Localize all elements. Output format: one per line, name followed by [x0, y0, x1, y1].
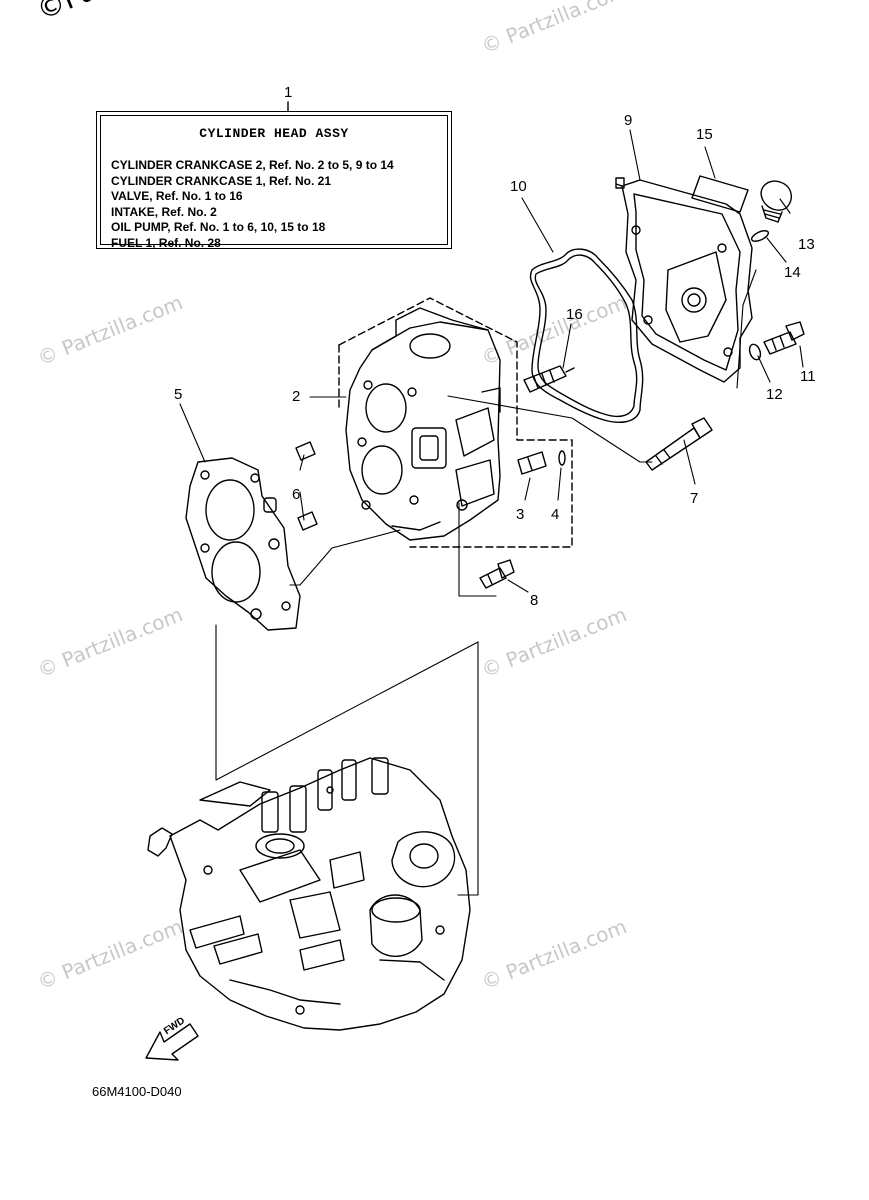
short-bolt [479, 559, 515, 589]
callout-4: 4 [551, 506, 560, 523]
callout-1: 1 [284, 84, 293, 101]
callout-11: 11 [800, 368, 816, 385]
info-box-lines: CYLINDER CRANKCASE 2, Ref. No. 2 to 5, 9… [111, 158, 394, 251]
dowel-pins [295, 441, 318, 531]
o-ring [750, 230, 770, 242]
info-line: CYLINDER CRANKCASE 2, Ref. No. 2 to 5, 9… [111, 158, 394, 172]
assembly-info-box: CYLINDER HEAD ASSY CYLINDER CRANKCASE 2,… [96, 111, 452, 250]
washer [748, 343, 762, 361]
callout-3: 3 [516, 506, 525, 523]
leader-lines [179, 129, 804, 896]
label-plate [691, 175, 749, 213]
head-bolt [645, 417, 713, 471]
callout-12: 12 [766, 386, 783, 403]
diagram-code: 66M4100-D040 [92, 1084, 182, 1099]
info-box-title: CYLINDER HEAD ASSY [199, 126, 349, 141]
oil-filler-cap [760, 180, 792, 223]
info-box-frame: CYLINDER HEAD ASSY CYLINDER CRANKCASE 2,… [100, 115, 448, 250]
fitting-and-ring [517, 450, 566, 475]
callout-16: 16 [566, 306, 583, 323]
callout-5: 5 [174, 386, 183, 403]
callout-7: 7 [690, 490, 699, 507]
head-gasket [185, 457, 301, 631]
callout-9: 9 [624, 112, 633, 129]
cover-gasket [529, 248, 644, 423]
callout-10: 10 [510, 178, 527, 195]
cylinder-head-cover [615, 177, 753, 383]
fwd-arrow-icon [145, 1023, 199, 1061]
info-line: OIL PUMP, Ref. No. 1 to 6, 10, 15 to 18 [111, 220, 326, 234]
callout-8: 8 [530, 592, 539, 609]
info-line: INTAKE, Ref. No. 2 [111, 204, 217, 219]
info-line: FUEL 1, Ref. No. 28 [111, 235, 221, 250]
callout-13: 13 [798, 236, 815, 253]
cylinder-head [345, 307, 501, 541]
crankcase-block [147, 757, 471, 1031]
info-line: CYLINDER CRANKCASE 1, Ref. No. 21 [111, 173, 332, 188]
callout-2: 2 [292, 388, 301, 405]
callout-15: 15 [696, 126, 713, 143]
callout-6: 6 [292, 486, 301, 503]
cover-bolt [763, 321, 805, 355]
assembly-dashed-outline [338, 297, 573, 548]
info-line: VALVE, Ref. No. 1 to 16 [111, 189, 243, 203]
callout-14: 14 [784, 264, 801, 281]
